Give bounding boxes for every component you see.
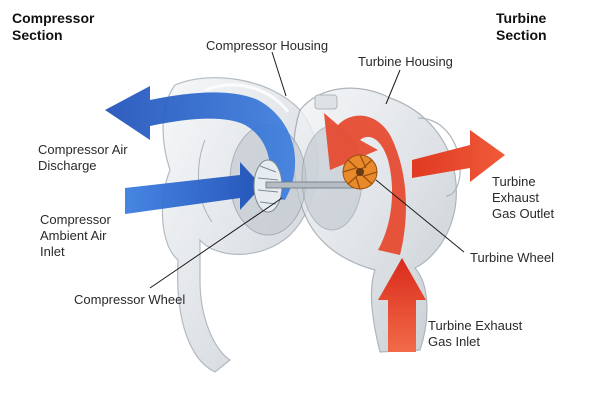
label-compressor-air-discharge: Compressor Air Discharge	[38, 142, 128, 173]
leader-compressor-housing	[271, 51, 287, 97]
label-compressor-housing: Compressor Housing	[206, 38, 329, 53]
label-turbine-exhaust-gas-outlet: Turbine Exhaust Gas Outlet	[492, 174, 555, 221]
turbine-wheel-shape	[342, 154, 378, 190]
leader-lines	[149, 51, 465, 289]
turbine-scroll-flow	[324, 113, 406, 255]
label-turbine-exhaust-gas-inlet: Turbine Exhaust Gas Inlet	[428, 318, 523, 349]
compressor-section-title: Compressor Section	[12, 10, 95, 43]
compressor-discharge-arrow	[105, 86, 296, 200]
turbine-section-title: Turbine Section	[496, 10, 547, 43]
label-turbine-housing: Turbine Housing	[358, 54, 453, 69]
leader-turbine-wheel	[375, 179, 465, 253]
shaft	[265, 181, 359, 189]
label-compressor-wheel: Compressor Wheel	[74, 292, 186, 307]
label-turbine-wheel: Turbine Wheel	[470, 250, 555, 265]
turbine-inlet-arrow	[378, 258, 426, 352]
leader-compressor-wheel	[149, 197, 283, 289]
leader-turbine-housing	[385, 69, 401, 105]
label-compressor-ambient-air-inlet: Compressor Ambient Air Inlet	[40, 212, 111, 259]
compressor-inlet-arrow	[125, 162, 262, 214]
turbine-outlet-arrow	[412, 130, 505, 182]
